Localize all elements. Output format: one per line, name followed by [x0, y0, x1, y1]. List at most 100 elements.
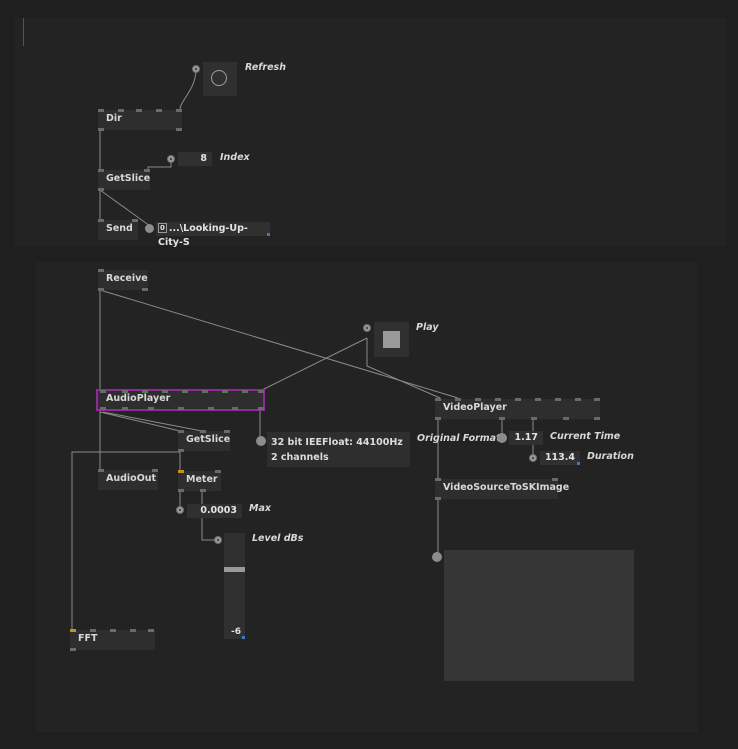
pin[interactable] — [122, 390, 128, 393]
getslice-node-top[interactable]: GetSlice — [98, 169, 150, 191]
video-preview-panel[interactable] — [444, 550, 634, 681]
pin[interactable] — [208, 407, 214, 410]
path-value-box[interactable]: 0...\Looking-Up-City-S — [156, 222, 270, 248]
pin[interactable] — [98, 188, 104, 191]
index-output-pin[interactable] — [167, 155, 175, 163]
pin[interactable] — [232, 407, 238, 410]
resize-handle[interactable] — [267, 233, 270, 236]
index-value-box[interactable]: 8 — [178, 152, 212, 166]
pin[interactable] — [110, 629, 116, 632]
pin[interactable] — [156, 109, 162, 112]
videoplayer-node[interactable]: VideoPlayer — [435, 398, 600, 420]
pin[interactable] — [531, 417, 537, 420]
pin[interactable] — [98, 469, 104, 472]
pin[interactable] — [176, 109, 182, 112]
pin[interactable] — [98, 109, 104, 112]
pin[interactable] — [178, 470, 184, 473]
pin[interactable] — [118, 109, 124, 112]
level-output-pin[interactable] — [214, 536, 222, 544]
pin[interactable] — [98, 128, 104, 131]
pin[interactable] — [144, 169, 150, 172]
send-node[interactable]: Send — [98, 219, 138, 240]
pin[interactable] — [594, 398, 600, 401]
pin[interactable] — [98, 169, 104, 172]
pin[interactable] — [178, 449, 184, 452]
pin[interactable] — [594, 417, 600, 420]
pin[interactable] — [182, 390, 188, 393]
pin[interactable] — [98, 288, 104, 291]
pin[interactable] — [535, 398, 541, 401]
max-output-pin[interactable] — [176, 506, 184, 514]
play-toggle-button[interactable] — [374, 322, 409, 357]
play-output-pin[interactable] — [363, 324, 371, 332]
pin[interactable] — [435, 417, 441, 420]
resize-handle[interactable] — [242, 636, 245, 639]
pin[interactable] — [258, 407, 264, 410]
pin[interactable] — [222, 390, 228, 393]
getslice-node-audio[interactable]: GetSlice — [178, 430, 230, 452]
pin[interactable] — [575, 398, 581, 401]
pin[interactable] — [200, 430, 206, 433]
meter-node[interactable]: Meter — [178, 470, 221, 492]
pin[interactable] — [90, 629, 96, 632]
pin[interactable] — [148, 629, 154, 632]
pin[interactable] — [178, 430, 184, 433]
path-output-pin[interactable] — [145, 224, 154, 233]
pin[interactable] — [98, 269, 104, 272]
duration-output-pin[interactable] — [529, 454, 537, 462]
pin[interactable] — [136, 109, 142, 112]
pin[interactable] — [148, 407, 154, 410]
pin[interactable] — [224, 430, 230, 433]
preview-input-pin[interactable] — [432, 552, 442, 562]
pin[interactable] — [70, 648, 76, 651]
pin[interactable] — [552, 478, 558, 481]
refresh-output-pin[interactable] — [192, 65, 200, 73]
pin[interactable] — [258, 390, 264, 393]
pin[interactable] — [495, 398, 501, 401]
audio-format-box[interactable]: 32 bit IEEFloat: 44100Hz 2 channels — [267, 432, 410, 467]
level-slider[interactable]: -6 — [224, 533, 245, 639]
pin[interactable] — [435, 398, 441, 401]
pin[interactable] — [455, 398, 461, 401]
pin[interactable] — [152, 469, 158, 472]
audioout-node[interactable]: AudioOut — [98, 469, 158, 490]
pin[interactable] — [200, 489, 206, 492]
resize-handle[interactable] — [577, 462, 580, 465]
videosource-node[interactable]: VideoSourceToSKImage — [435, 478, 569, 500]
pin[interactable] — [563, 417, 569, 420]
fft-node[interactable]: FFT — [70, 629, 155, 651]
duration-value-box[interactable]: 113.4 — [540, 451, 580, 465]
pin[interactable] — [142, 390, 148, 393]
pin[interactable] — [435, 497, 441, 500]
pin[interactable] — [176, 128, 182, 131]
pin[interactable] — [130, 629, 136, 632]
current-time-output-pin[interactable] — [497, 433, 507, 443]
level-slider-handle[interactable] — [224, 567, 245, 572]
dir-node[interactable]: Dir — [98, 109, 182, 131]
pin[interactable] — [475, 398, 481, 401]
format-output-pin[interactable] — [256, 436, 266, 446]
pin[interactable] — [202, 390, 208, 393]
pin[interactable] — [132, 219, 138, 222]
pin[interactable] — [435, 478, 441, 481]
pin[interactable] — [98, 219, 104, 222]
pin[interactable] — [162, 390, 168, 393]
pin[interactable] — [499, 417, 505, 420]
current-time-value-box[interactable]: 1.17 — [509, 431, 543, 445]
pin[interactable] — [100, 390, 106, 393]
pin[interactable] — [122, 407, 128, 410]
pin[interactable] — [215, 470, 221, 473]
pin[interactable] — [70, 629, 76, 632]
pin[interactable] — [178, 489, 184, 492]
refresh-bang-button[interactable] — [203, 62, 237, 96]
pin[interactable] — [555, 398, 561, 401]
pin[interactable] — [100, 407, 106, 410]
pin[interactable] — [515, 398, 521, 401]
max-value-box[interactable]: 0.0003 — [187, 504, 242, 518]
audioplayer-node[interactable]: AudioPlayer — [96, 389, 265, 411]
receive-node[interactable]: Receive — [98, 269, 148, 291]
pin[interactable] — [178, 407, 184, 410]
pin[interactable] — [142, 288, 148, 291]
pin[interactable] — [242, 390, 248, 393]
